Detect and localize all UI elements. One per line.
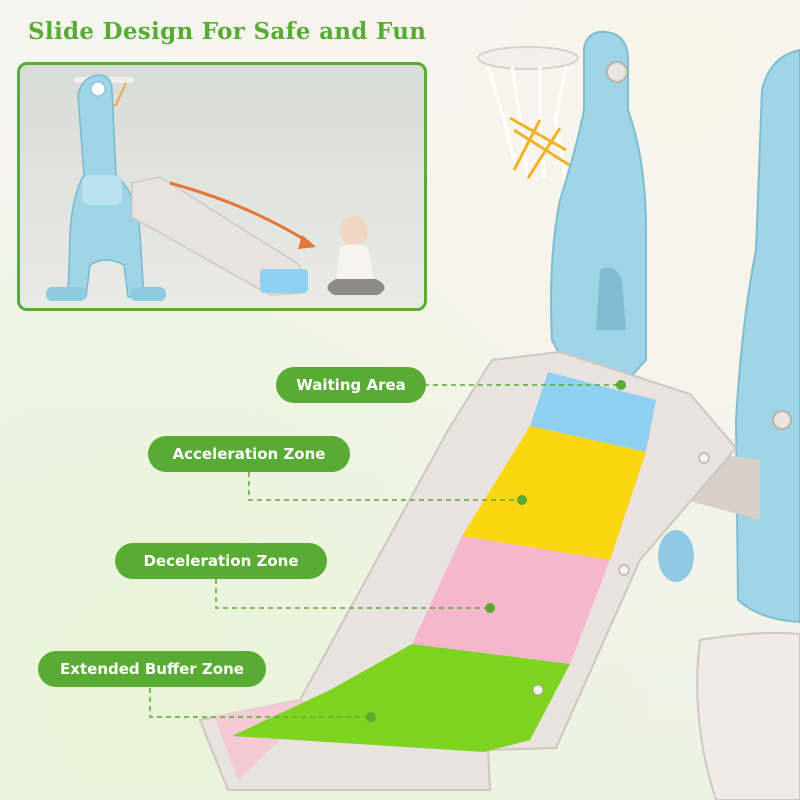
tower-right <box>734 48 800 624</box>
inset-foot-right <box>130 287 166 301</box>
tower-right-knob <box>772 410 792 430</box>
inset-arrow-head <box>298 235 316 249</box>
slide-support-leg <box>658 530 694 582</box>
page-title: Slide Design For Safe and Fun <box>28 18 427 45</box>
screw <box>698 452 710 464</box>
inset-tower-panel <box>82 175 122 205</box>
hoop-net-yellow <box>509 116 575 179</box>
inset-slide-end <box>260 269 308 293</box>
inset-child-body <box>336 244 374 279</box>
inset-foot-left <box>46 287 86 301</box>
label-waiting-area: Waiting Area <box>276 367 426 403</box>
screw <box>618 564 630 576</box>
hoop-rim <box>477 46 579 70</box>
hoop-net-white <box>486 65 568 183</box>
zone-waiting-area <box>530 372 656 452</box>
inset-child-legs <box>327 279 385 295</box>
zone-acceleration <box>462 426 646 560</box>
inset-illustration <box>46 74 385 301</box>
label-extended-buffer-zone: Extended Buffer Zone <box>38 651 266 687</box>
inset-motion-arrow <box>169 181 311 245</box>
tower-left-knob <box>606 61 628 83</box>
zone-deceleration <box>412 536 610 664</box>
base-foot <box>696 631 800 800</box>
inset-photo <box>17 62 427 311</box>
tower-left-cutout <box>596 267 626 330</box>
label-deceleration-zone: Deceleration Zone <box>115 543 327 579</box>
label-acceleration-zone: Acceleration Zone <box>148 436 350 472</box>
zone-extended-buffer <box>232 644 570 752</box>
inset-child-head <box>340 216 368 246</box>
inset-tower-knob <box>90 81 106 97</box>
screw <box>532 684 544 696</box>
